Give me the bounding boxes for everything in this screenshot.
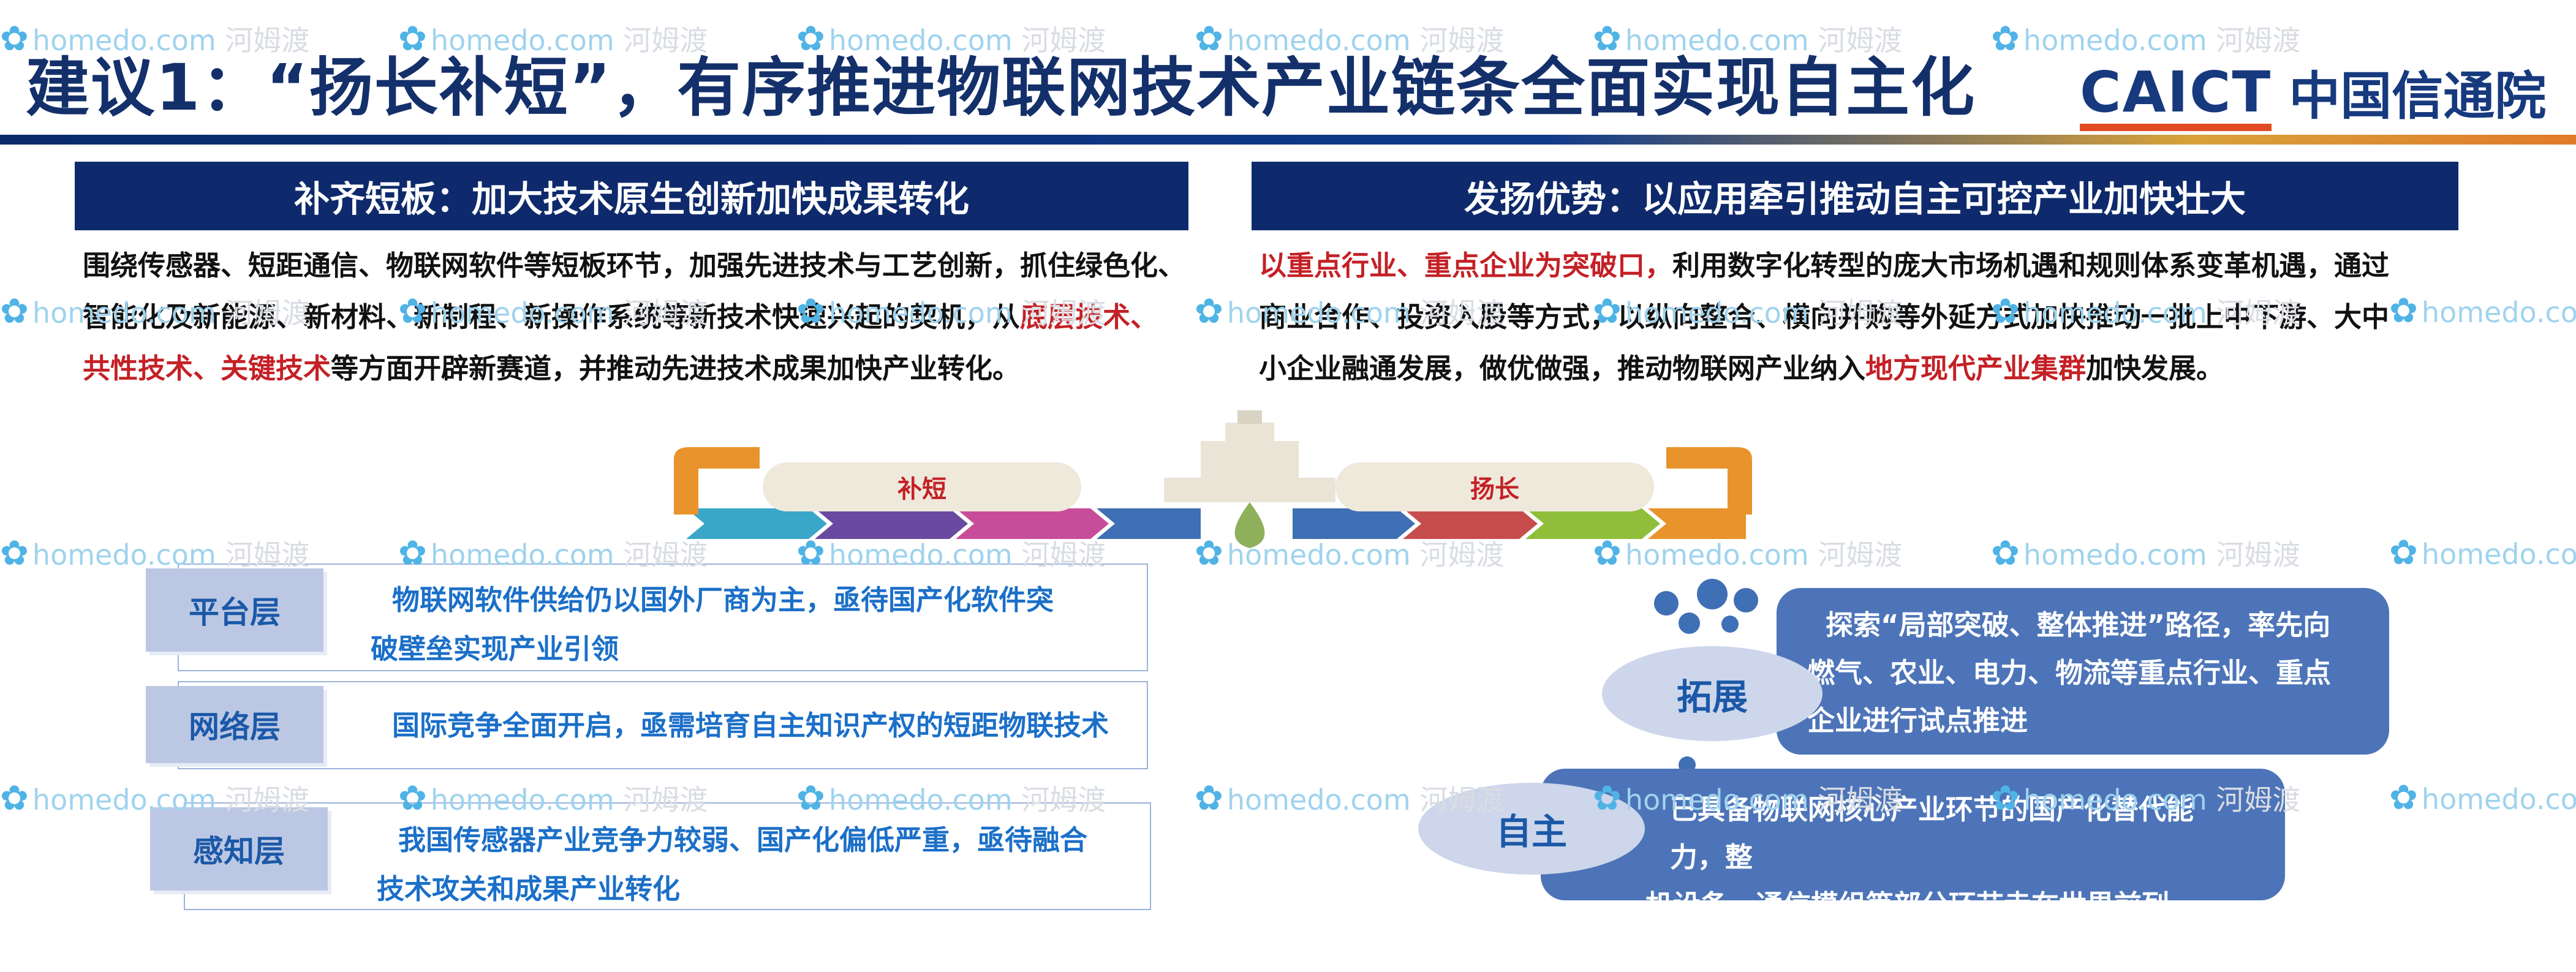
- watermark: ✿homedo.com 河姆渡: [0, 19, 310, 59]
- header-divider: [0, 135, 2576, 145]
- layer-tab-platform: 平台层: [146, 568, 323, 652]
- right-section-heading: 发扬优势：以应用牵引推动自主可控产业加快壮大: [1252, 162, 2458, 230]
- watermark: ✿homedo.com 河姆渡: [0, 533, 310, 573]
- decor-dot: [1679, 612, 1700, 634]
- watermark: ✿homedo.com 河姆渡: [1195, 292, 1505, 331]
- watermark: ✿homedo.com: [2389, 778, 2576, 818]
- layer-text-network: 国际竞争全面开启，亟需培育自主知识产权的短距物联技术: [392, 709, 1109, 742]
- watermark: ✿homedo.com 河姆渡: [796, 292, 1106, 331]
- watermark: ✿homedo.com: [2389, 533, 2576, 573]
- watermark: ✿homedo.com 河姆渡: [398, 533, 708, 573]
- watermark: ✿homedo.com 河姆渡: [1195, 778, 1505, 818]
- watermark: ✿homedo.com 河姆渡: [796, 19, 1106, 59]
- watermark: ✿homedo.com 河姆渡: [796, 533, 1106, 573]
- layer-row-platform: [178, 563, 1148, 671]
- left-section-body: 围绕传感器、短距通信、物联网软件等短板环节，加强先进技术与工艺创新，抓住绿色化、…: [83, 240, 1247, 394]
- right-box-autonomy: 已具备物联网核心产业环节的国产化替代能力，整 机设备、通信模组等部分环节走在世界…: [1541, 769, 2285, 921]
- watermark: ✿homedo.com 河姆渡: [398, 292, 708, 331]
- pipe-flow-graphic: [674, 410, 1752, 548]
- right-box-expand: 探索“局部突破、整体推进”路径，率先向 燃气、农业、电力、物流等重点行业、重点 …: [1777, 588, 2389, 755]
- watermark: ✿homedo.com 河姆渡: [1991, 778, 2301, 818]
- decor-dot: [1721, 616, 1739, 633]
- left-line-3: 共性技术、关键技术等方面开辟新赛道，并推动先进技术成果加快产业转化。: [83, 352, 1021, 385]
- layer-tab-sensing: 感知层: [150, 807, 328, 891]
- flow-right-label: 扬长: [1335, 462, 1654, 511]
- layer-text-platform: 物联网软件供给仍以国外厂商为主，亟待国产化软件突 破壁垒实现产业引领: [371, 584, 1054, 665]
- layer-row-network: [178, 681, 1148, 769]
- watermark: ✿homedo.com 河姆渡: [1195, 19, 1505, 59]
- caict-logo: CAICT 中国信通院: [2080, 58, 2547, 131]
- watermark: ✿homedo.com 河姆渡: [0, 778, 310, 818]
- right-line-3: 小企业融通发展，做优做强，推动物联网产业纳入地方现代产业集群加快发展。: [1259, 352, 2224, 385]
- watermark: ✿homedo.com 河姆渡: [796, 778, 1106, 818]
- left-line-2: 智能化及新能源、新材料、新制程、新操作系统等新技术快速兴起的契机，从底层技术、: [83, 301, 1158, 333]
- watermark: ✿homedo.com: [2389, 291, 2576, 331]
- watermark: ✿homedo.com 河姆渡: [1593, 778, 1903, 818]
- watermark: ✿homedo.com 河姆渡: [1593, 533, 1903, 573]
- layer-row-sensing: [184, 802, 1151, 910]
- logo-cn: 中国信通院: [2289, 66, 2547, 126]
- watermark: ✿homedo.com 河姆渡: [0, 292, 310, 331]
- watermark: ✿homedo.com 河姆渡: [1991, 533, 2301, 573]
- flow-left-label: 补短: [763, 462, 1081, 511]
- oval-expand: 拓展: [1602, 646, 1822, 741]
- watermark: ✿homedo.com 河姆渡: [1991, 292, 2301, 331]
- decor-dot: [1697, 579, 1728, 609]
- left-section-heading: 补齐短板：加大技术原生创新加快成果转化: [75, 162, 1188, 230]
- watermark: ✿homedo.com 河姆渡: [1991, 19, 2301, 59]
- oval-autonomy: 自主: [1418, 783, 1645, 875]
- decor-dot: [1734, 588, 1758, 612]
- decor-dot: [1654, 591, 1679, 616]
- layer-tab-network: 网络层: [146, 686, 323, 763]
- watermark: ✿homedo.com 河姆渡: [398, 19, 708, 59]
- layer-text-sensing: 我国传感器产业竞争力较弱、国产化偏低严重，亟待融合 技术攻关和成果产业转化: [377, 824, 1088, 905]
- logo-en: CAICT: [2080, 59, 2272, 131]
- right-line-1: 以重点行业、重点企业为突破口，利用数字化转型的庞大市场机遇和规则体系变革机遇，通…: [1259, 249, 2390, 282]
- watermark: ✿homedo.com 河姆渡: [1593, 292, 1903, 331]
- watermark: ✿homedo.com 河姆渡: [1195, 533, 1505, 573]
- page-title: 建议1：“扬长补短”，有序推进物联网技术产业链条全面实现自主化: [26, 50, 1976, 125]
- right-section-body: 以重点行业、重点企业为突破口，利用数字化转型的庞大市场机遇和规则体系变革机遇，通…: [1259, 240, 2502, 394]
- right-line-2: 商业合作、投资入股等方式，以纵向整合、横向并购等外延方式加快推动一批上中下游、大…: [1259, 301, 2390, 333]
- left-line-1: 围绕传感器、短距通信、物联网软件等短板环节，加强先进技术与工艺创新，抓住绿色化、: [83, 249, 1186, 282]
- watermark: ✿homedo.com 河姆渡: [1593, 19, 1903, 59]
- watermark: ✿homedo.com 河姆渡: [398, 778, 708, 818]
